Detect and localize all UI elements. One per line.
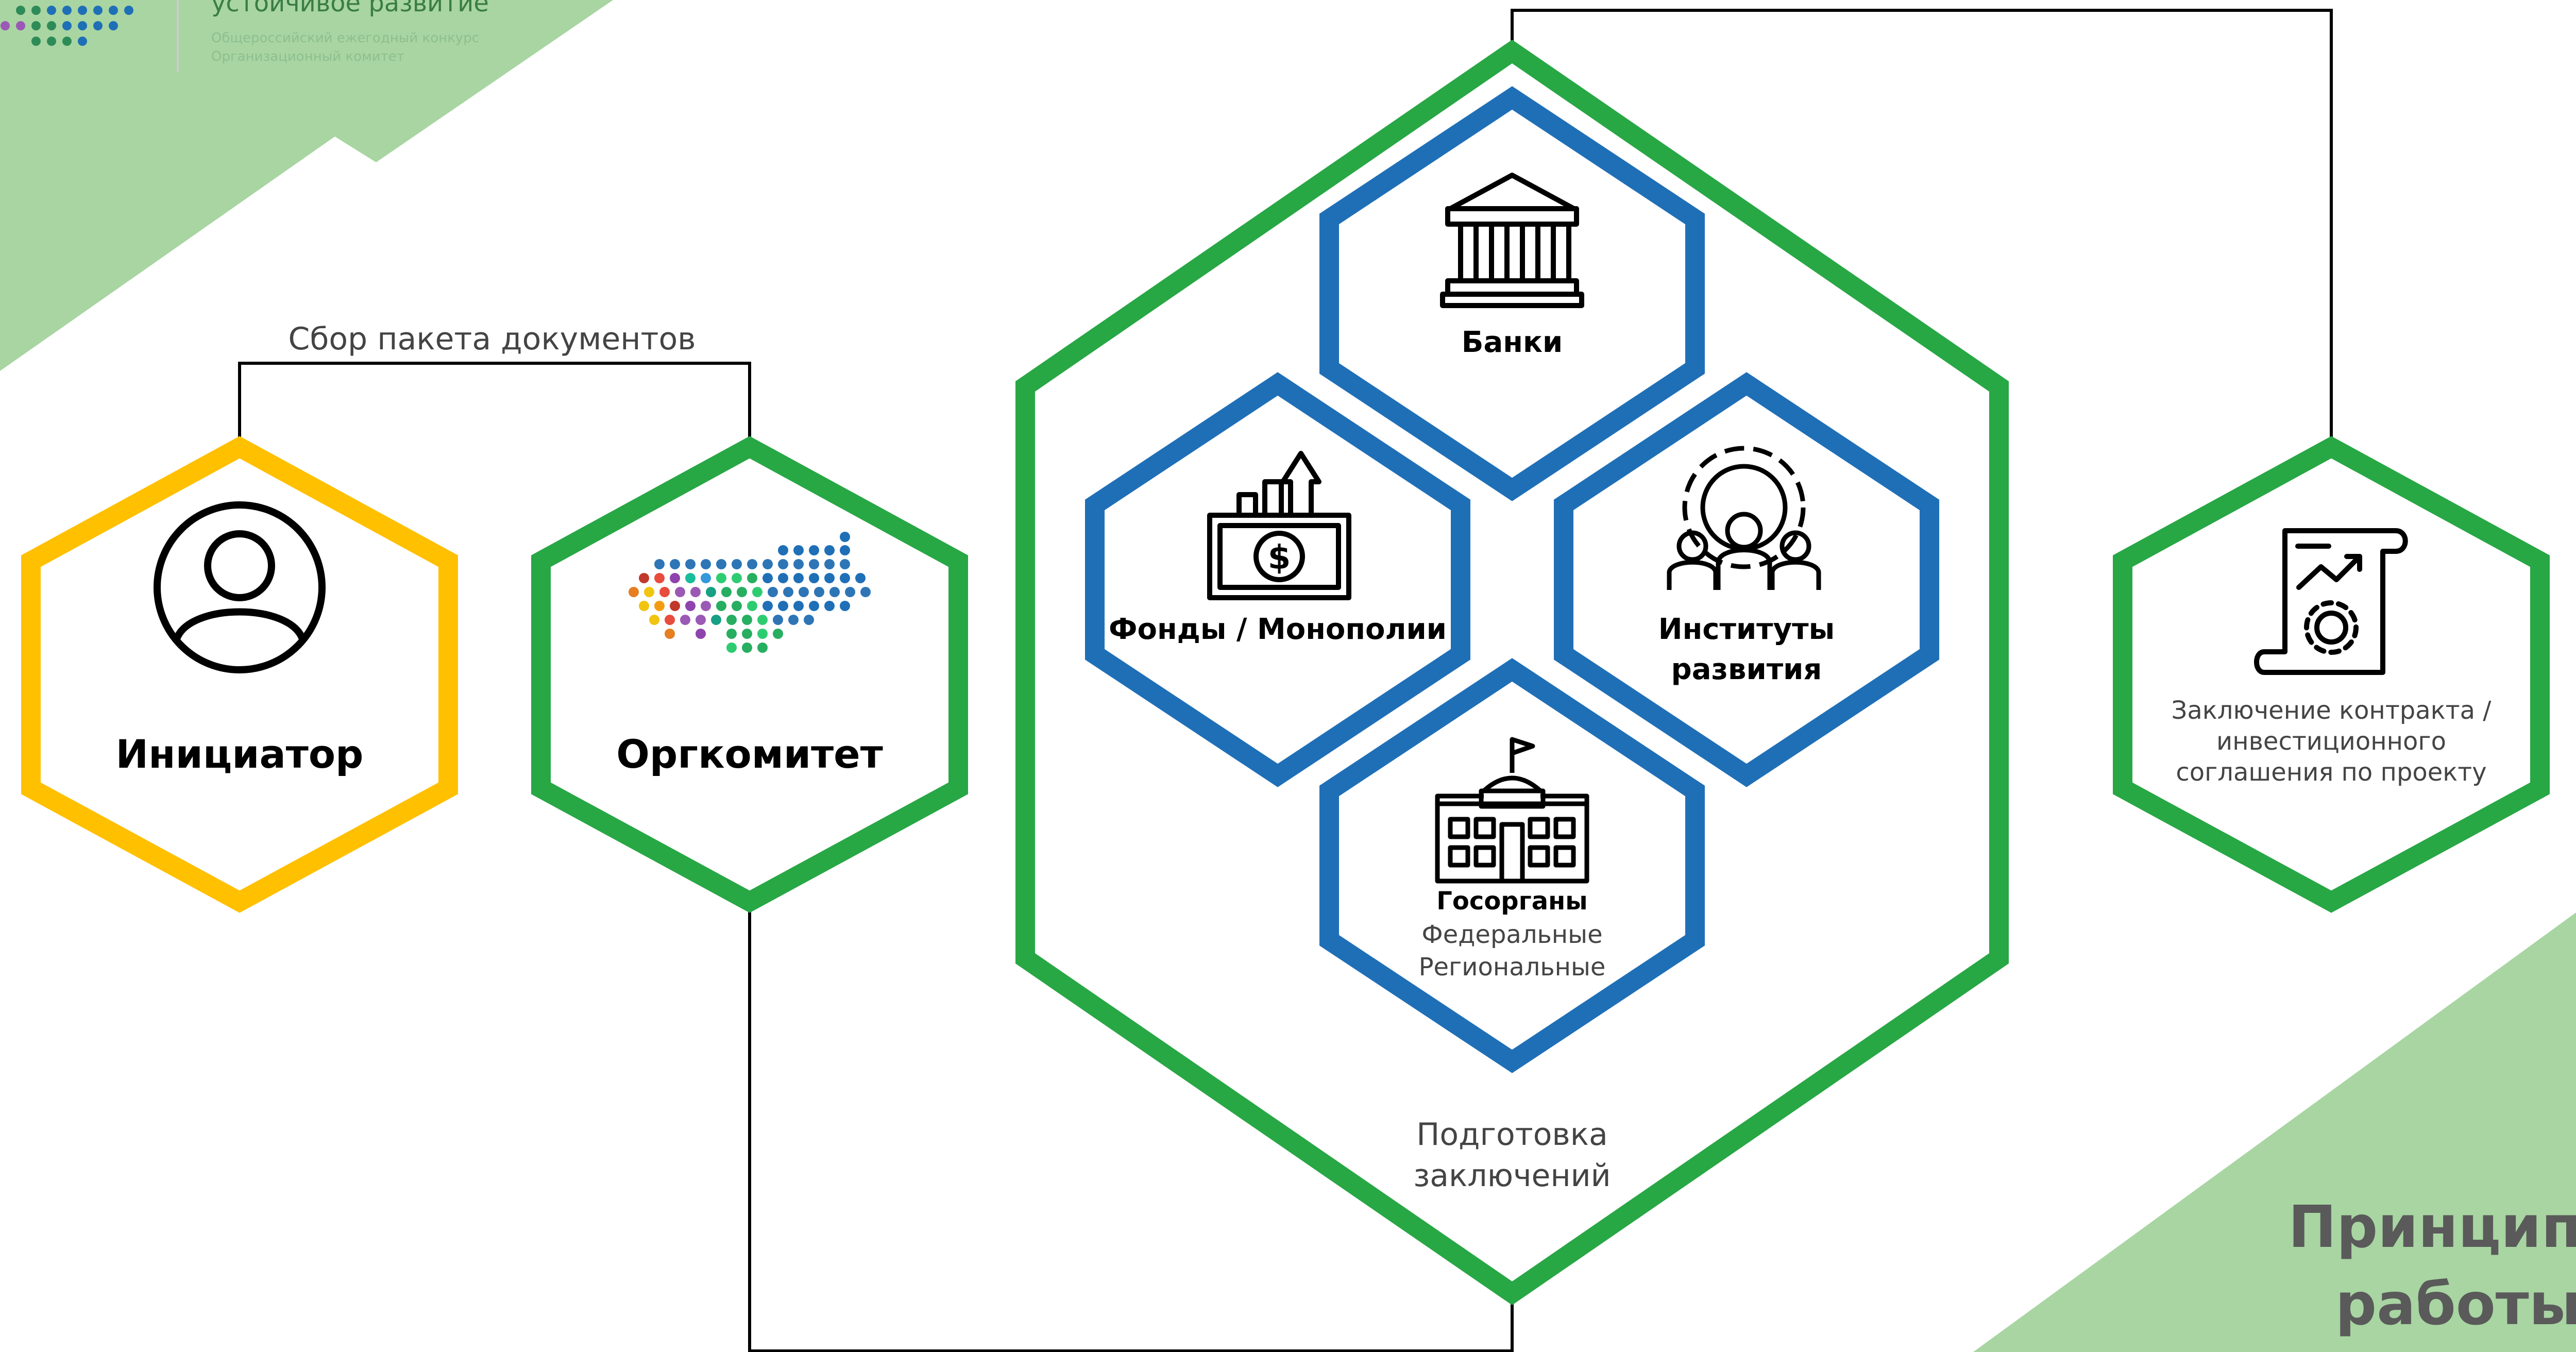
node-banks: Банки [1319, 86, 1705, 501]
connector-council-contract [1511, 9, 2333, 447]
header-subtitle-line1: Общероссийский ежегодный конкурс [211, 30, 479, 46]
node-institutes: Институты развития [1554, 372, 1939, 787]
gov-sub-federal: Федеральные [1421, 920, 1602, 949]
funds-label: Фонды / Монополии [1109, 613, 1447, 646]
node-initiator: Инициатор [21, 436, 458, 913]
node-contract: Заключение контракта / инвестиционного с… [2113, 436, 2550, 913]
orgcommittee-hexagon [531, 436, 968, 913]
government-building-icon [1435, 737, 1589, 884]
council-label-line1: Подготовка [1416, 1117, 1608, 1153]
header-logo: устойчивое развитие Общероссийский ежего… [1, 0, 489, 72]
russia-map-logo [629, 532, 871, 653]
connectors [238, 9, 2333, 1352]
header-title: устойчивое развитие [211, 0, 489, 18]
initiator-hexagon [21, 436, 458, 913]
connector-orgcommittee-council [748, 902, 1514, 1352]
gov-label: Госорганы [1436, 887, 1587, 916]
logo-dots [1, 6, 133, 46]
footer-title-line1: Принцип [2288, 1194, 2576, 1261]
bank-icon [1440, 173, 1584, 308]
connector-label-documents: Сбор пакета документов [288, 321, 696, 357]
corner-decoration-bottom-right [1973, 912, 2576, 1352]
institutes-hexagon [1554, 372, 1939, 787]
footer-title-line2: работы [2335, 1271, 2576, 1338]
gov-sub-regional: Региональные [1419, 953, 1606, 982]
contract-label-line1: Заключение контракта / [2172, 696, 2492, 725]
banks-label: Банки [1462, 326, 1563, 359]
council-label-line2: заключений [1413, 1158, 1611, 1194]
node-gov: Госорганы Федеральные Региональные [1319, 658, 1705, 1073]
orgcommittee-label: Оргкомитет [616, 731, 883, 777]
corner-decoration-top-left [0, 0, 613, 371]
node-funds: $ Фонды / Монополии [1085, 372, 1470, 787]
funds-dollar-sign: $ [1268, 539, 1291, 577]
money-growth-icon [1207, 451, 1351, 600]
initiator-label: Инициатор [116, 731, 364, 777]
team-gear-icon [1667, 446, 1821, 590]
connector-initiator-orgcommittee [238, 362, 751, 447]
header-subtitle-line2: Организационный комитет [211, 49, 404, 64]
person-icon [154, 501, 326, 673]
contract-label-line3: соглашения по проекту [2176, 758, 2486, 787]
institutes-label-line1: Институты [1658, 613, 1835, 646]
node-orgcommittee: Оргкомитет [531, 436, 968, 913]
institutes-label-line2: развития [1671, 653, 1822, 686]
contract-label-line2: инвестиционного [2216, 727, 2446, 756]
contract-scroll-icon [2254, 528, 2408, 675]
gov-hexagon [1319, 658, 1705, 1073]
